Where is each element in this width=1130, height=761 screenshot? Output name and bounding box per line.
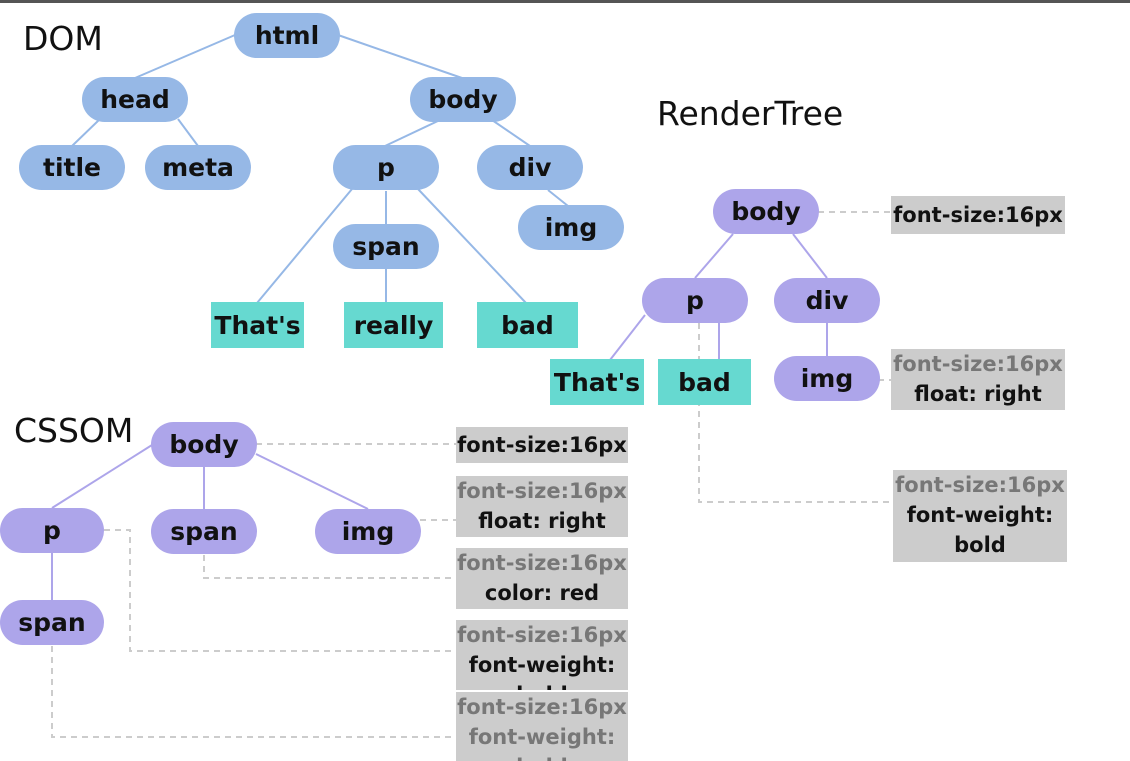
render-text-bad: bad [658,359,751,405]
cssom-title: CSSOM [14,411,134,450]
style-line: float: right [478,509,606,533]
cssom-node-p: p [0,508,104,553]
style-line: font-weight: [906,503,1054,527]
dom-node-span: span [333,224,439,269]
style-line-inherited: font-size:16px [457,695,627,719]
style-line-inherited: font-size:16px [457,551,627,575]
render-node-body: body [713,189,819,234]
dom-node-p: p [333,145,439,190]
render-text-thats: That's [550,359,644,405]
style-line-inherited: font-size:16px [457,479,627,503]
style-line: float: right [914,382,1042,406]
cssom-node-span: span [151,509,257,554]
dom-node-title: title [19,145,125,190]
top-border [0,0,1130,3]
style-line: bold [954,533,1006,557]
style-line: font-weight: [468,653,616,677]
cssom-style-p: font-size:16px font-weight: bold [456,620,628,690]
cssom-node-img: img [315,509,421,554]
style-line-inherited: font-size:16px [895,473,1065,497]
cssom-node-p-span: span [0,600,104,645]
dom-title: DOM [23,19,103,58]
style-line-inherited: font-size:16px [893,352,1063,376]
render-tree-title: RenderTree [657,94,844,133]
dom-text-bad: bad [477,302,578,348]
cssom-style-span: font-size:16px color: red [456,548,628,609]
render-style-body: font-size:16px [891,196,1065,234]
style-line: color: red [484,581,600,605]
dom-text-really: really [344,302,443,348]
dom-node-body: body [410,77,516,122]
render-node-div: div [774,278,880,323]
render-node-p: p [642,278,748,323]
style-line-inherited: font-weight: [468,725,616,749]
dom-node-head: head [82,77,188,122]
dom-text-thats: That's [211,302,304,348]
dom-node-div: div [477,145,583,190]
cssom-style-body: font-size:16px [456,427,628,463]
style-line: font-size:16px [893,203,1063,227]
cssom-style-img: font-size:16px float: right [456,476,628,537]
dom-node-html: html [234,13,340,58]
render-style-img: font-size:16px float: right [891,349,1065,410]
render-node-img: img [774,356,880,401]
dom-node-meta: meta [145,145,251,190]
style-line: font-size:16px [457,433,627,457]
render-style-p: font-size:16px font-weight: bold [893,470,1067,562]
style-line-inherited: bold [516,752,568,761]
cssom-node-body: body [151,422,257,467]
dom-node-img: img [518,205,624,250]
style-line: bold [516,680,568,690]
cssom-style-p-span: font-size:16px font-weight: bold [456,692,628,761]
style-line-inherited: font-size:16px [457,623,627,647]
